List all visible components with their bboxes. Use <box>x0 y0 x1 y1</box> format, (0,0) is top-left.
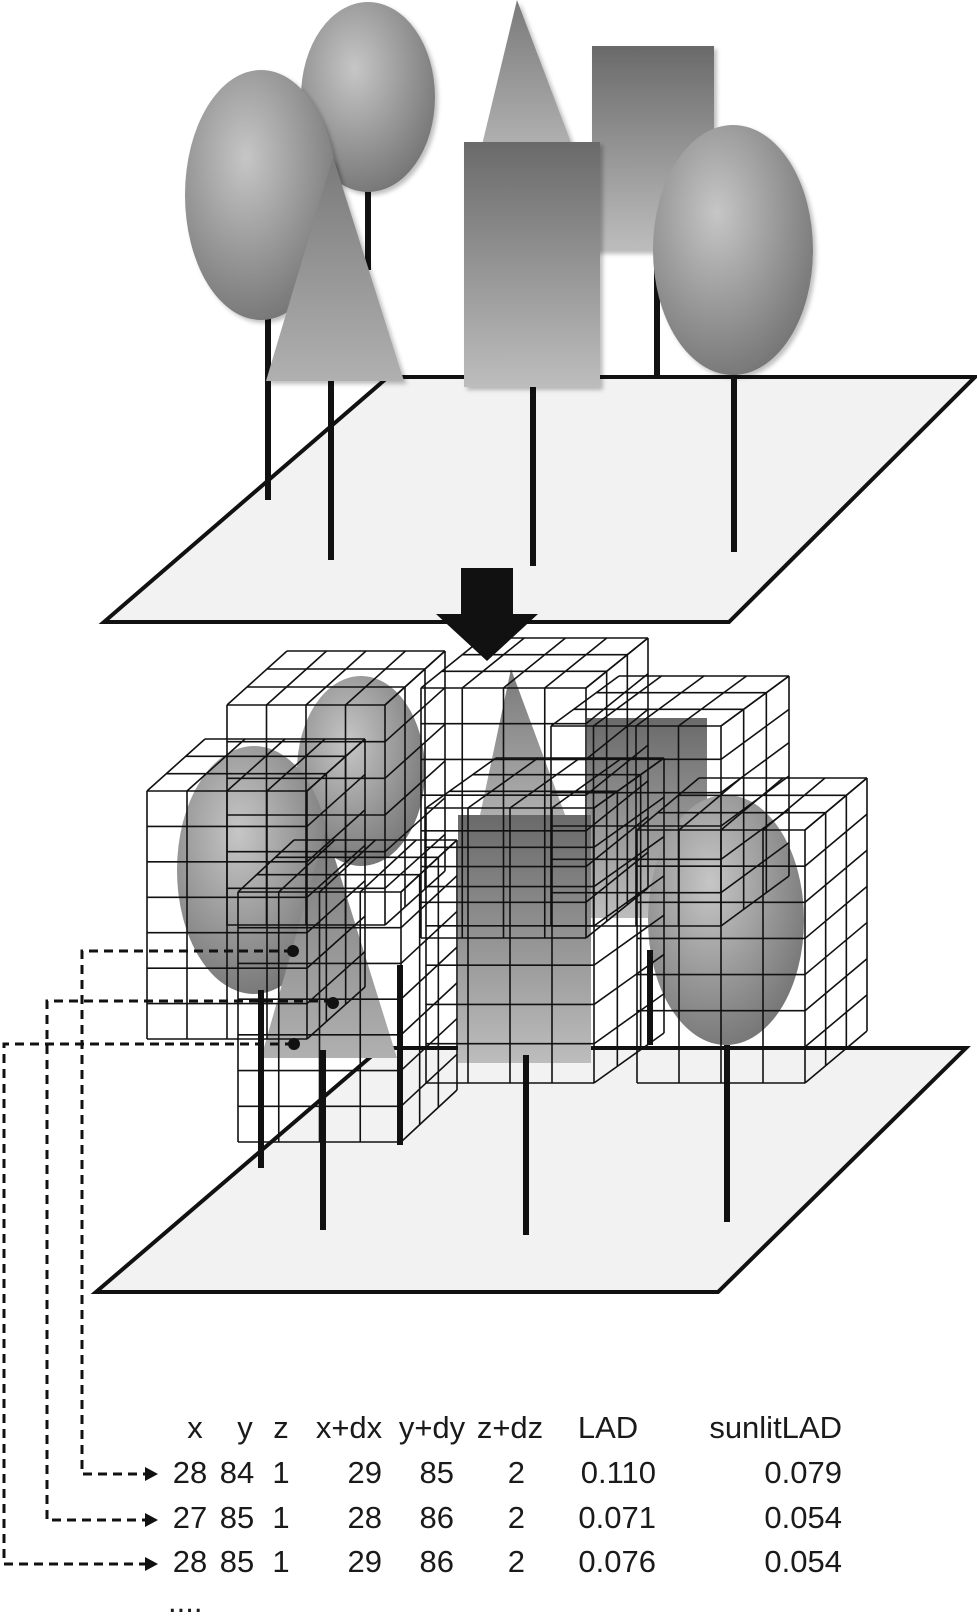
down-arrow-icon <box>436 568 538 661</box>
top-scene <box>98 0 977 624</box>
table-cell: 29 <box>348 1544 382 1579</box>
top-ground-plane <box>98 375 977 624</box>
arrowhead-icon <box>145 1557 158 1571</box>
cone-crown <box>479 669 567 820</box>
ellipsoid-crown <box>297 676 425 866</box>
column-header: z+dz <box>477 1410 543 1445</box>
column-header: z <box>273 1410 289 1445</box>
cuboid-crown <box>458 815 591 1063</box>
ellipsoid-crown <box>301 2 435 192</box>
ellipsoid-crown <box>648 795 804 1045</box>
table-cell: 0.071 <box>578 1500 656 1535</box>
voxel-box <box>425 757 665 1084</box>
bottom-ground-plane <box>90 1046 971 1294</box>
cuboid-crown <box>464 142 600 387</box>
table-cell: 2 <box>508 1455 525 1490</box>
table-cell: 0.054 <box>764 1500 842 1535</box>
table-cell: 2 <box>508 1544 525 1579</box>
voxel-box <box>636 777 868 1084</box>
table-cell: 1 <box>272 1455 289 1490</box>
table-row: 28 84 1 29 85 2 0.110 0.079 <box>173 1455 842 1490</box>
column-header: x <box>187 1410 203 1445</box>
cone-crown <box>482 0 572 145</box>
column-header: y <box>237 1410 253 1445</box>
voxel-point <box>327 997 339 1009</box>
table-cell: 28 <box>173 1455 207 1490</box>
table-cell: 86 <box>420 1544 454 1579</box>
table-cell: 0.054 <box>764 1544 842 1579</box>
column-header: LAD <box>578 1410 638 1445</box>
leader-lines <box>2 949 333 1566</box>
column-header: x+dx <box>316 1410 383 1445</box>
table-cell: 85 <box>420 1455 454 1490</box>
ellipsoid-crown <box>653 125 813 375</box>
ellipsoid-crown <box>185 70 337 320</box>
voxel-box <box>237 839 458 1143</box>
voxel-grids <box>146 637 868 1143</box>
bottom-scene <box>2 637 971 1571</box>
table-cell: 85 <box>220 1544 254 1579</box>
table-cell: 0.076 <box>578 1544 656 1579</box>
table-row: 28 85 1 29 86 2 0.076 0.054 <box>173 1544 842 1579</box>
voxel-box <box>146 738 366 1040</box>
column-header: y+dy <box>399 1410 466 1445</box>
bottom-trunks <box>258 950 730 1235</box>
table-cell: 0.110 <box>581 1455 656 1490</box>
table-cell: 1 <box>272 1500 289 1535</box>
table-cell: 28 <box>348 1500 382 1535</box>
voxel-table: x y z x+dx y+dy z+dz LAD sunlitLAD 28 84… <box>168 1410 842 1618</box>
table-cell: 84 <box>220 1455 254 1490</box>
cone-crown <box>266 157 404 381</box>
table-cell: 27 <box>173 1500 207 1535</box>
table-cell: 85 <box>220 1500 254 1535</box>
table-cell: 2 <box>508 1500 525 1535</box>
table-cell: 86 <box>420 1500 454 1535</box>
table-cell: 28 <box>173 1544 207 1579</box>
arrowhead-icon <box>145 1467 158 1481</box>
leader-line <box>80 949 293 1476</box>
leader-arrowheads <box>145 1467 158 1571</box>
table-ellipsis: .... <box>168 1584 202 1618</box>
table-cell: 29 <box>348 1455 382 1490</box>
table-header: x y z x+dx y+dy z+dz LAD sunlitLAD <box>187 1410 842 1445</box>
table-row: 27 85 1 28 86 2 0.071 0.054 <box>173 1500 842 1535</box>
table-cell: 1 <box>272 1544 289 1579</box>
table-cell: 0.079 <box>764 1455 842 1490</box>
arrowhead-icon <box>145 1513 158 1527</box>
leader-line <box>45 999 333 1522</box>
column-header: sunlitLAD <box>709 1410 842 1445</box>
